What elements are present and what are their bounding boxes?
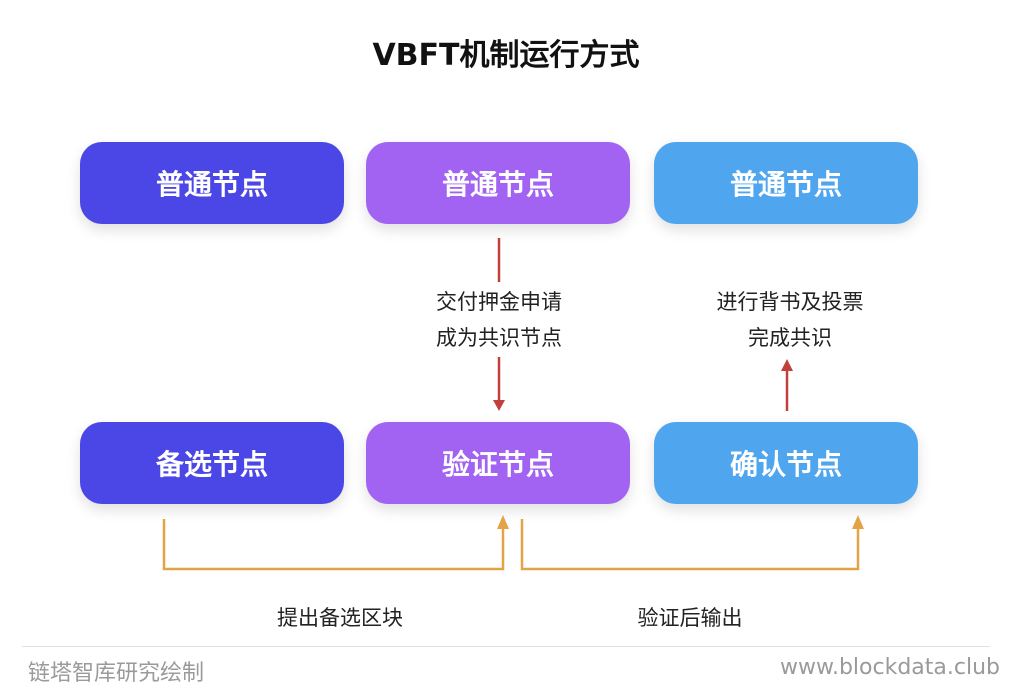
top-left-node: 普通节点	[80, 142, 344, 224]
middle-annotation-line1: 交付押金申请	[436, 290, 562, 314]
right-arrow-head-up	[781, 359, 793, 371]
left-bracket-arrow-line	[162, 519, 505, 571]
middle-annotation-line2: 成为共识节点	[436, 326, 562, 350]
footer-url: www.blockdata.club	[780, 655, 1000, 680]
footer-divider	[22, 646, 990, 647]
bottom-left-node: 备选节点	[80, 422, 344, 504]
top-middle-node: 普通节点	[366, 142, 630, 224]
bottom-middle-node: 验证节点	[366, 422, 630, 504]
right-annotation-line2: 完成共识	[748, 326, 832, 350]
diagram-title: VBFT机制运行方式	[372, 38, 640, 73]
bottom-right-node: 确认节点	[654, 422, 918, 504]
middle-arrow-head-down	[493, 400, 505, 411]
bottom-left-annotation: 提出备选区块	[277, 606, 403, 630]
right-annotation-line1: 进行背书及投票	[716, 290, 864, 314]
right-bracket-arrow-line	[520, 519, 860, 571]
right-bracket-arrow-head	[852, 515, 864, 529]
right-annotation: 进行背书及投票 完成共识	[690, 284, 890, 356]
middle-annotation: 交付押金申请 成为共识节点	[404, 284, 594, 356]
top-right-node: 普通节点	[654, 142, 918, 224]
left-bracket-arrow-head	[497, 515, 509, 529]
footer-credit: 链塔智库研究绘制	[28, 661, 205, 686]
bottom-right-annotation: 验证后输出	[637, 606, 743, 630]
